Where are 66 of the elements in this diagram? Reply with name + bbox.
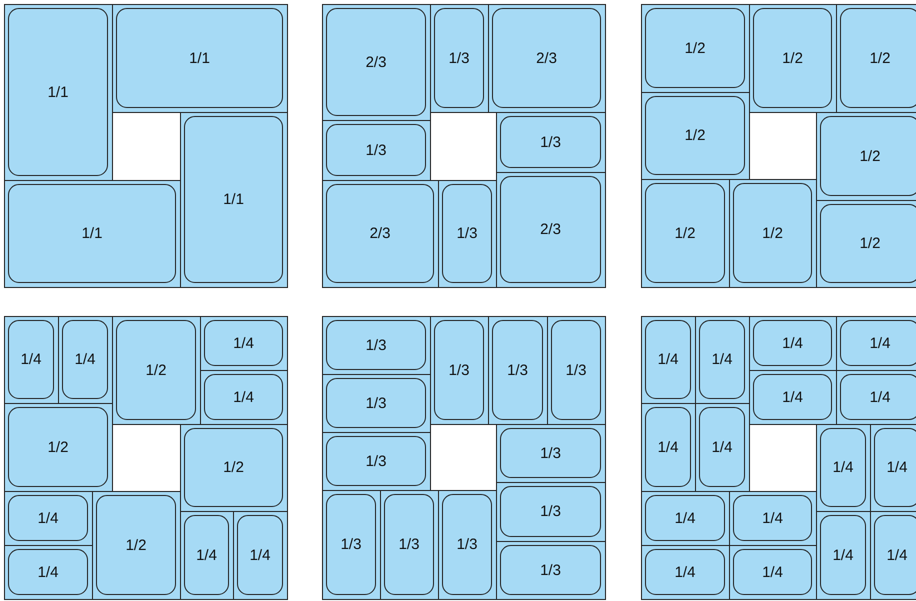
size-label: 1/2 [146,362,166,378]
size-label: 2/3 [366,54,386,70]
size-label: 1/3 [507,362,528,378]
size-label: 1/2 [782,50,803,66]
tray-frame [322,316,606,600]
size-label: 1/4 [886,459,908,476]
size-label: 1/3 [366,142,386,158]
size-label: 1/3 [366,336,386,354]
size-label: 1/4 [782,388,803,406]
size-label: 1/4 [712,438,732,456]
size-label: 1/3 [540,134,561,150]
size-label: 1/4 [674,564,696,580]
size-label: 2/3 [370,225,390,242]
size-label: 1/1 [223,191,244,208]
size-label: 1/4 [782,334,803,352]
tray-frame [322,4,606,288]
size-label: 1/2 [684,127,706,144]
size-label: 1/3 [540,444,561,462]
size-label: 1/2 [223,459,244,476]
size-label: 1/4 [38,510,58,526]
size-label: 1/2 [674,224,696,242]
size-label: 1/3 [366,394,386,412]
size-label: 2/3 [540,221,561,238]
size-label: 1/4 [196,546,217,564]
size-label: 1/4 [658,438,678,456]
size-label: 1/3 [398,536,420,553]
size-label: 1/2 [762,224,783,242]
size-label: 1/2 [860,148,880,164]
size-label: 1/4 [762,510,783,526]
size-label: 1/1 [48,84,68,100]
size-label: 1/1 [189,50,210,66]
tray-frame [641,4,916,288]
size-label: 1/2 [684,40,706,56]
size-label: 1/3 [448,362,470,378]
size-label: 1/4 [712,351,732,368]
size-label: 1/3 [456,225,478,242]
size-label: 1/4 [658,351,678,368]
size-label: 1/2 [870,50,890,66]
size-label: 1/4 [674,510,696,526]
size-label: 1/2 [126,536,146,554]
size-label: 1/1 [82,225,102,242]
size-label: 1/3 [456,536,478,553]
size-label: 1/4 [870,388,890,406]
size-label: 1/4 [870,334,890,352]
tray-frame [4,4,288,288]
size-label: 1/2 [48,438,68,456]
size-label: 1/3 [540,562,561,578]
size-label: 1/4 [20,351,42,368]
size-label: 1/3 [566,362,586,378]
size-label: 1/4 [250,546,270,564]
size-label: 1/4 [233,388,254,406]
size-label: 1/3 [540,503,561,520]
size-label: 1/3 [366,452,386,470]
size-label: 1/4 [74,351,96,368]
size-label: 1/3 [340,536,362,553]
size-label: 1/4 [832,546,854,564]
size-label: 1/4 [832,459,854,476]
size-label: 1/4 [38,564,58,580]
size-label: 1/4 [762,564,783,580]
tray-frame [4,316,288,600]
tray-frame [641,316,916,600]
size-label: 1/3 [448,50,470,66]
size-label: 1/2 [860,235,880,252]
size-label: 2/3 [536,50,557,66]
size-label: 1/4 [886,546,908,564]
size-label: 1/4 [233,334,254,352]
